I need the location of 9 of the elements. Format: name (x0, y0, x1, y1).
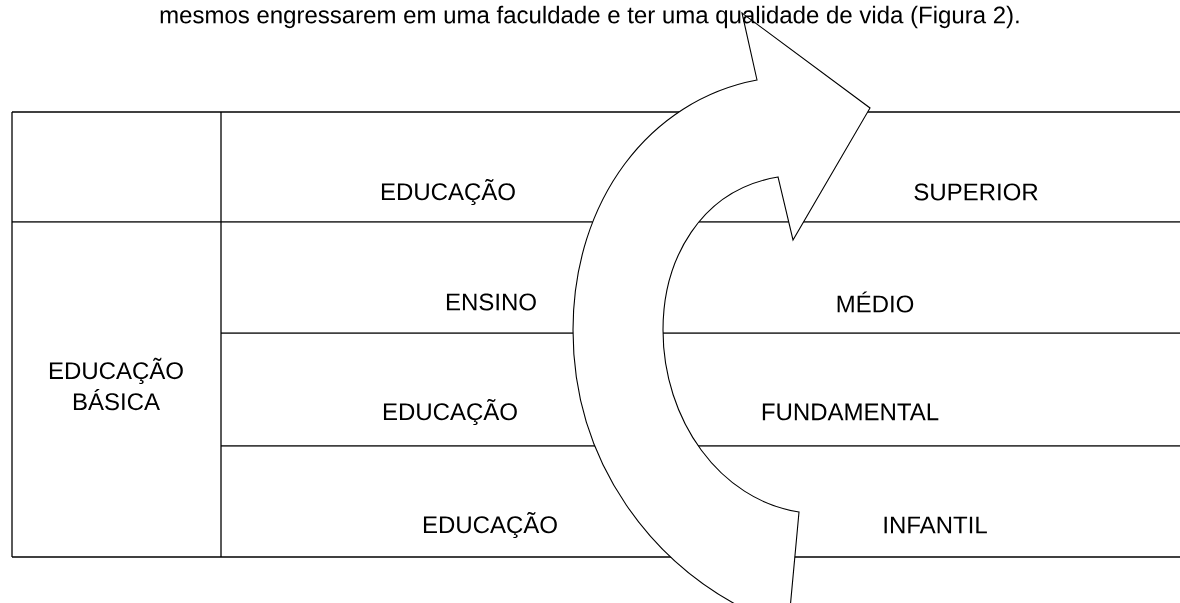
table-text: EDUCAÇÃO (381, 178, 515, 206)
table-text: ENSINO (447, 293, 536, 311)
table-text: SUPERIOR (914, 183, 1038, 201)
table-text: FUNDAMENTAL (762, 403, 939, 421)
table-text: EDUCAÇÃO (383, 398, 517, 426)
table-text: EDUCAÇÃO BÁSICA (49, 357, 183, 411)
table-text: INFANTIL (884, 516, 987, 534)
table-text: MÉDIO (837, 291, 914, 313)
table-text: EDUCAÇÃO (423, 511, 557, 539)
